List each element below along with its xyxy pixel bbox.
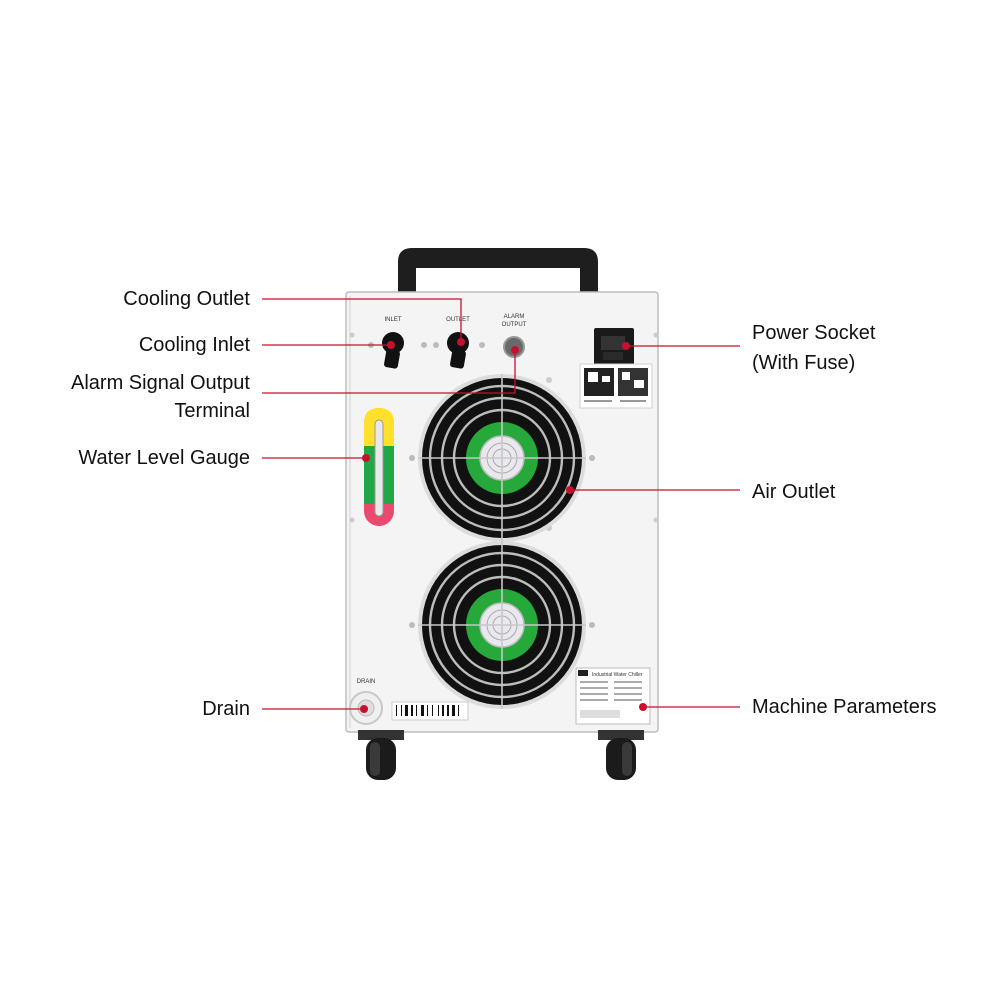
dot-cooling-inlet [387, 341, 395, 349]
top-fan [409, 374, 595, 542]
outlet-label: OUTLET [446, 317, 470, 323]
bottom-fan [409, 541, 595, 709]
dot-water-level [362, 454, 370, 462]
power-socket [594, 328, 634, 366]
qr-sticker [579, 363, 653, 409]
label-water-level-gauge: Water Level Gauge [78, 447, 250, 469]
alarm-label-2: OUTPUT [502, 322, 527, 328]
dot-drain [360, 705, 368, 713]
front-right-caster [598, 730, 644, 780]
front-left-caster [358, 730, 404, 780]
dot-power-socket [622, 342, 630, 350]
fans-group [409, 374, 595, 709]
nameplate-title: Industrial Water Chiller [592, 672, 643, 678]
leader-cooling-outlet [262, 298, 462, 342]
label-drain: Drain [202, 698, 250, 720]
dot-machine-parameters [639, 703, 647, 711]
label-alarm-signal-1: Alarm Signal Output [71, 372, 250, 394]
dot-air-outlet [566, 486, 574, 494]
callout-leaders [262, 298, 740, 713]
dot-cooling-outlet [457, 338, 465, 346]
label-power-socket-2: (With Fuse) [752, 352, 856, 374]
drain-label: DRAIN [357, 679, 376, 685]
label-cooling-outlet: Cooling Outlet [123, 288, 250, 310]
alarm-label-1: ALARM [504, 314, 525, 320]
machine-parameters-nameplate: Industrial Water Chiller [575, 667, 651, 725]
label-alarm-signal-2: Terminal [174, 400, 250, 422]
barcode-sticker [391, 701, 469, 721]
label-power-socket-1: Power Socket [752, 322, 876, 344]
inlet-label: INLET [384, 317, 401, 323]
dot-alarm-terminal [511, 346, 519, 354]
label-cooling-inlet: Cooling Inlet [138, 334, 250, 356]
water-level-gauge [364, 408, 394, 526]
leader-alarm-terminal [262, 350, 516, 394]
label-air-outlet: Air Outlet [752, 481, 836, 503]
label-machine-parameters: Machine Parameters [752, 696, 937, 718]
carry-handle [398, 248, 598, 296]
